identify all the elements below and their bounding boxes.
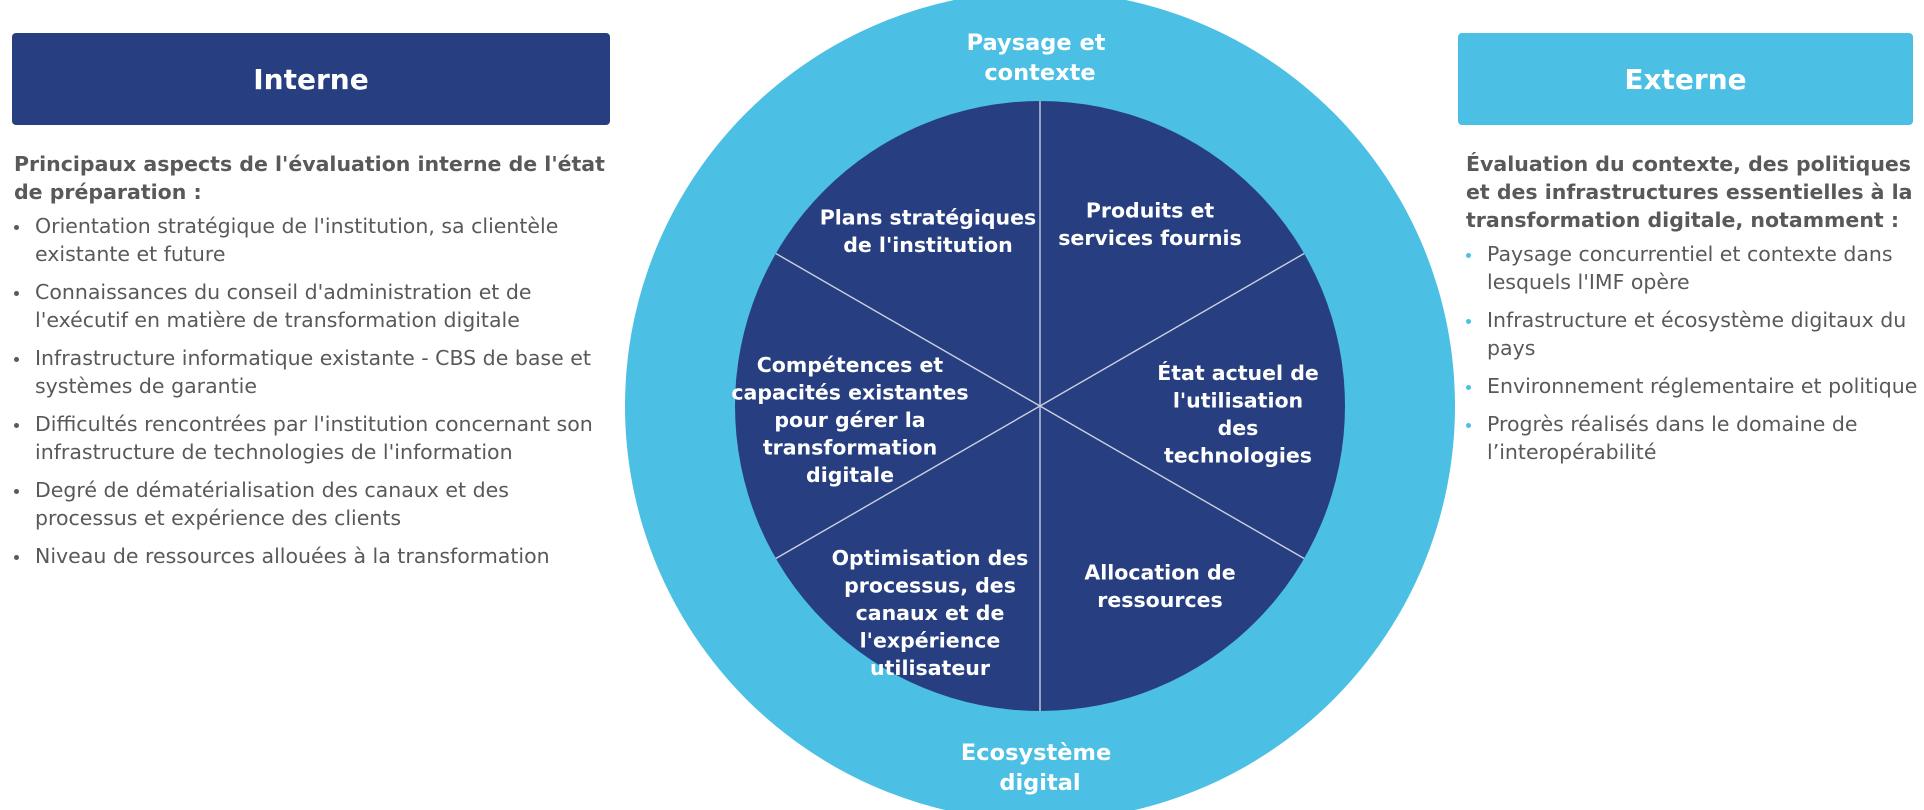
segment-label-line: Compétences et bbox=[757, 353, 944, 377]
internal-list-item: Degré de dématérialisation des canaux et… bbox=[14, 476, 610, 532]
internal-list-item: Connaissances du conseil d'administratio… bbox=[14, 278, 610, 334]
segment-label-line: des bbox=[1218, 416, 1259, 440]
segment-label: Compétences et capacités existantes pour g… bbox=[731, 353, 968, 487]
internal-list-item: Orientation stratégique de l'institution… bbox=[14, 212, 610, 268]
segment-dividers bbox=[775, 101, 1305, 711]
external-panel: Évaluation du contexte, des politiques e… bbox=[1466, 150, 1918, 476]
outer-bottom-line: digital bbox=[999, 770, 1080, 796]
internal-list-item: Infrastructure informatique existante - … bbox=[14, 344, 610, 400]
segment-label-line: utilisateur bbox=[870, 656, 991, 680]
segment-label-line: pour gérer la bbox=[774, 408, 925, 432]
segment-label-line: canaux et de bbox=[856, 601, 1005, 625]
external-list-item: Progrès réalisés dans le domaine de l’in… bbox=[1466, 410, 1918, 466]
internal-intro: Principaux aspects de l'évaluation inter… bbox=[14, 152, 605, 204]
segment-label: État actuel de l'utilisation des technologi… bbox=[1157, 360, 1319, 468]
segment-labels: Plans stratégiques de l'institution Produi… bbox=[731, 198, 1318, 680]
internal-header-label: Interne bbox=[253, 62, 369, 96]
segment-label: Plans stratégiques de l'institution bbox=[820, 205, 1037, 257]
segment-label-line: transformation bbox=[763, 436, 937, 460]
outer-top-line: Paysage et bbox=[967, 30, 1106, 56]
external-list-item: Paysage concurrentiel et contexte dans l… bbox=[1466, 240, 1918, 296]
external-header: Externe bbox=[1458, 33, 1913, 125]
external-header-label: Externe bbox=[1624, 62, 1747, 96]
external-list-item: Environnement réglementaire et politique bbox=[1466, 372, 1918, 400]
segment-label-line: l'utilisation bbox=[1173, 388, 1303, 412]
segment-label-line: Plans stratégiques bbox=[820, 205, 1037, 229]
segment-label: Produits et services fournis bbox=[1058, 198, 1242, 250]
segment-label-line: de l'institution bbox=[843, 233, 1013, 257]
segment-divider bbox=[1039, 405, 1305, 560]
external-list-item: Infrastructure et écosystème digitaux du… bbox=[1466, 306, 1918, 362]
internal-list-item: Difficultés rencontrées par l'institutio… bbox=[14, 410, 610, 466]
outer-top-label: Paysage et contexte bbox=[967, 30, 1114, 86]
internal-header: Interne bbox=[12, 33, 610, 125]
segment-label-line: Allocation de bbox=[1084, 560, 1235, 584]
segment-label-line: services fournis bbox=[1058, 226, 1242, 250]
segment-divider bbox=[775, 405, 1041, 560]
internal-list-item: Niveau de ressources allouées à la trans… bbox=[14, 542, 610, 570]
segment-label: Optimisation des processus, des canaux et … bbox=[832, 546, 1029, 680]
segment-label-line: Optimisation des bbox=[832, 546, 1029, 570]
segment-label-line: État actuel de bbox=[1157, 360, 1319, 385]
segment-divider bbox=[775, 252, 1041, 407]
external-list: Paysage concurrentiel et contexte dans l… bbox=[1466, 240, 1918, 466]
segment-divider bbox=[1039, 252, 1305, 407]
segment-label-line: capacités existantes bbox=[731, 381, 968, 405]
internal-list: Orientation stratégique de l'institution… bbox=[14, 212, 610, 570]
segment-label-line: processus, des bbox=[844, 574, 1016, 598]
segment-label-line: Produits et bbox=[1086, 198, 1215, 222]
segment-label-line: technologies bbox=[1164, 443, 1312, 467]
segment-label-line: ressources bbox=[1097, 588, 1222, 612]
outer-bottom-line: Ecosystème bbox=[961, 740, 1111, 766]
outer-bottom-label: Ecosystème digital bbox=[961, 740, 1119, 796]
segment-label-line: digitale bbox=[806, 463, 894, 487]
segment-label-line: l'expérience bbox=[860, 629, 1001, 653]
segment-label: Allocation de ressources bbox=[1084, 560, 1235, 612]
internal-panel: Principaux aspects de l'évaluation inter… bbox=[14, 150, 610, 580]
outer-top-line: contexte bbox=[984, 60, 1095, 86]
external-intro: Évaluation du contexte, des politiques e… bbox=[1466, 152, 1913, 232]
